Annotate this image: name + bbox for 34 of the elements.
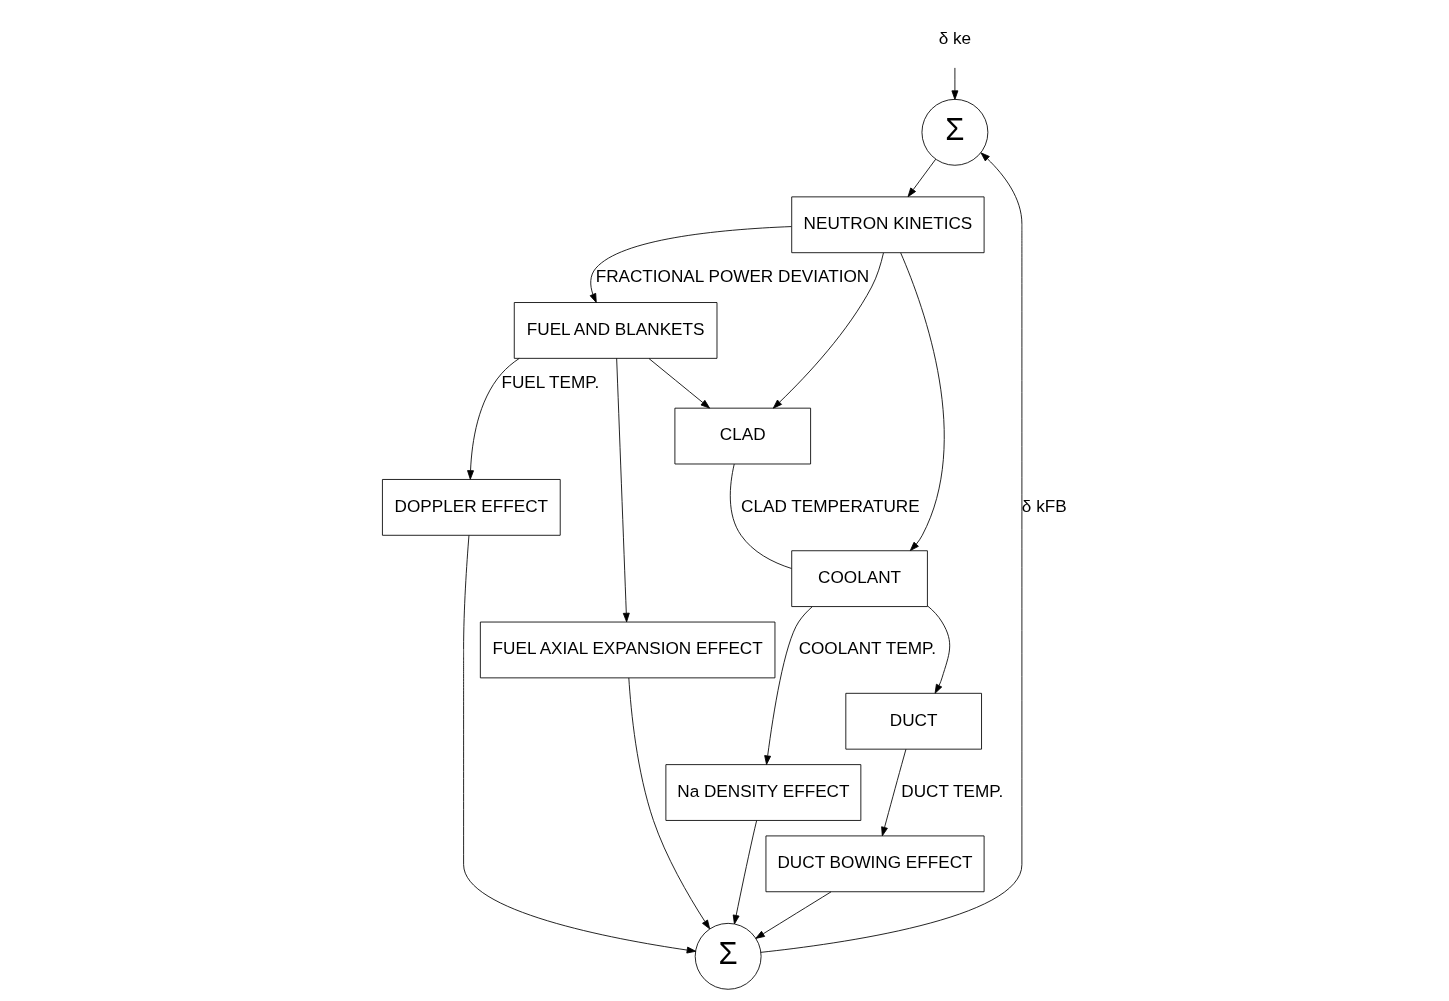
arrow <box>951 67 959 100</box>
arrow <box>881 748 907 837</box>
arrow <box>760 152 1023 953</box>
arrow <box>732 820 758 925</box>
edge-label: FRACTIONAL POWER DEVIATION <box>595 265 870 286</box>
arrow <box>927 605 951 694</box>
arrow <box>589 226 792 303</box>
arrow <box>764 606 813 765</box>
node-box: COOLANT <box>791 550 928 607</box>
edge-label: FUEL TEMP. <box>501 371 600 392</box>
node-box: NEUTRON KINETICS <box>791 196 985 254</box>
arrow <box>467 358 520 480</box>
node-box: DUCT <box>845 692 982 750</box>
node-box: Na DENSITY EFFECT <box>665 764 862 821</box>
edge-label: δ kFB <box>1021 495 1067 516</box>
arrow <box>772 252 884 409</box>
node-box: CLAD <box>674 407 812 465</box>
connector <box>729 463 792 569</box>
node-circle: Σ <box>694 922 762 990</box>
node-box: FUEL AND BLANKETS <box>513 302 718 359</box>
arrow <box>648 358 710 409</box>
arrow <box>907 158 937 198</box>
node-text: δ ke <box>938 28 972 49</box>
node-box: FUEL AXIAL EXPANSION EFFECT <box>479 621 776 679</box>
arrow <box>900 252 945 551</box>
node-box: DOPPLER EFFECT <box>382 479 561 536</box>
edge-label: COOLANT TEMP. <box>798 638 936 659</box>
edge-label: DUCT TEMP. <box>901 780 1004 801</box>
arrow <box>755 891 832 939</box>
arrow <box>616 357 630 623</box>
node-box: DUCT BOWING EFFECT <box>765 835 985 893</box>
arrow <box>628 677 711 930</box>
arrow <box>463 535 697 954</box>
edge-label: CLAD TEMPERATURE <box>741 495 920 516</box>
